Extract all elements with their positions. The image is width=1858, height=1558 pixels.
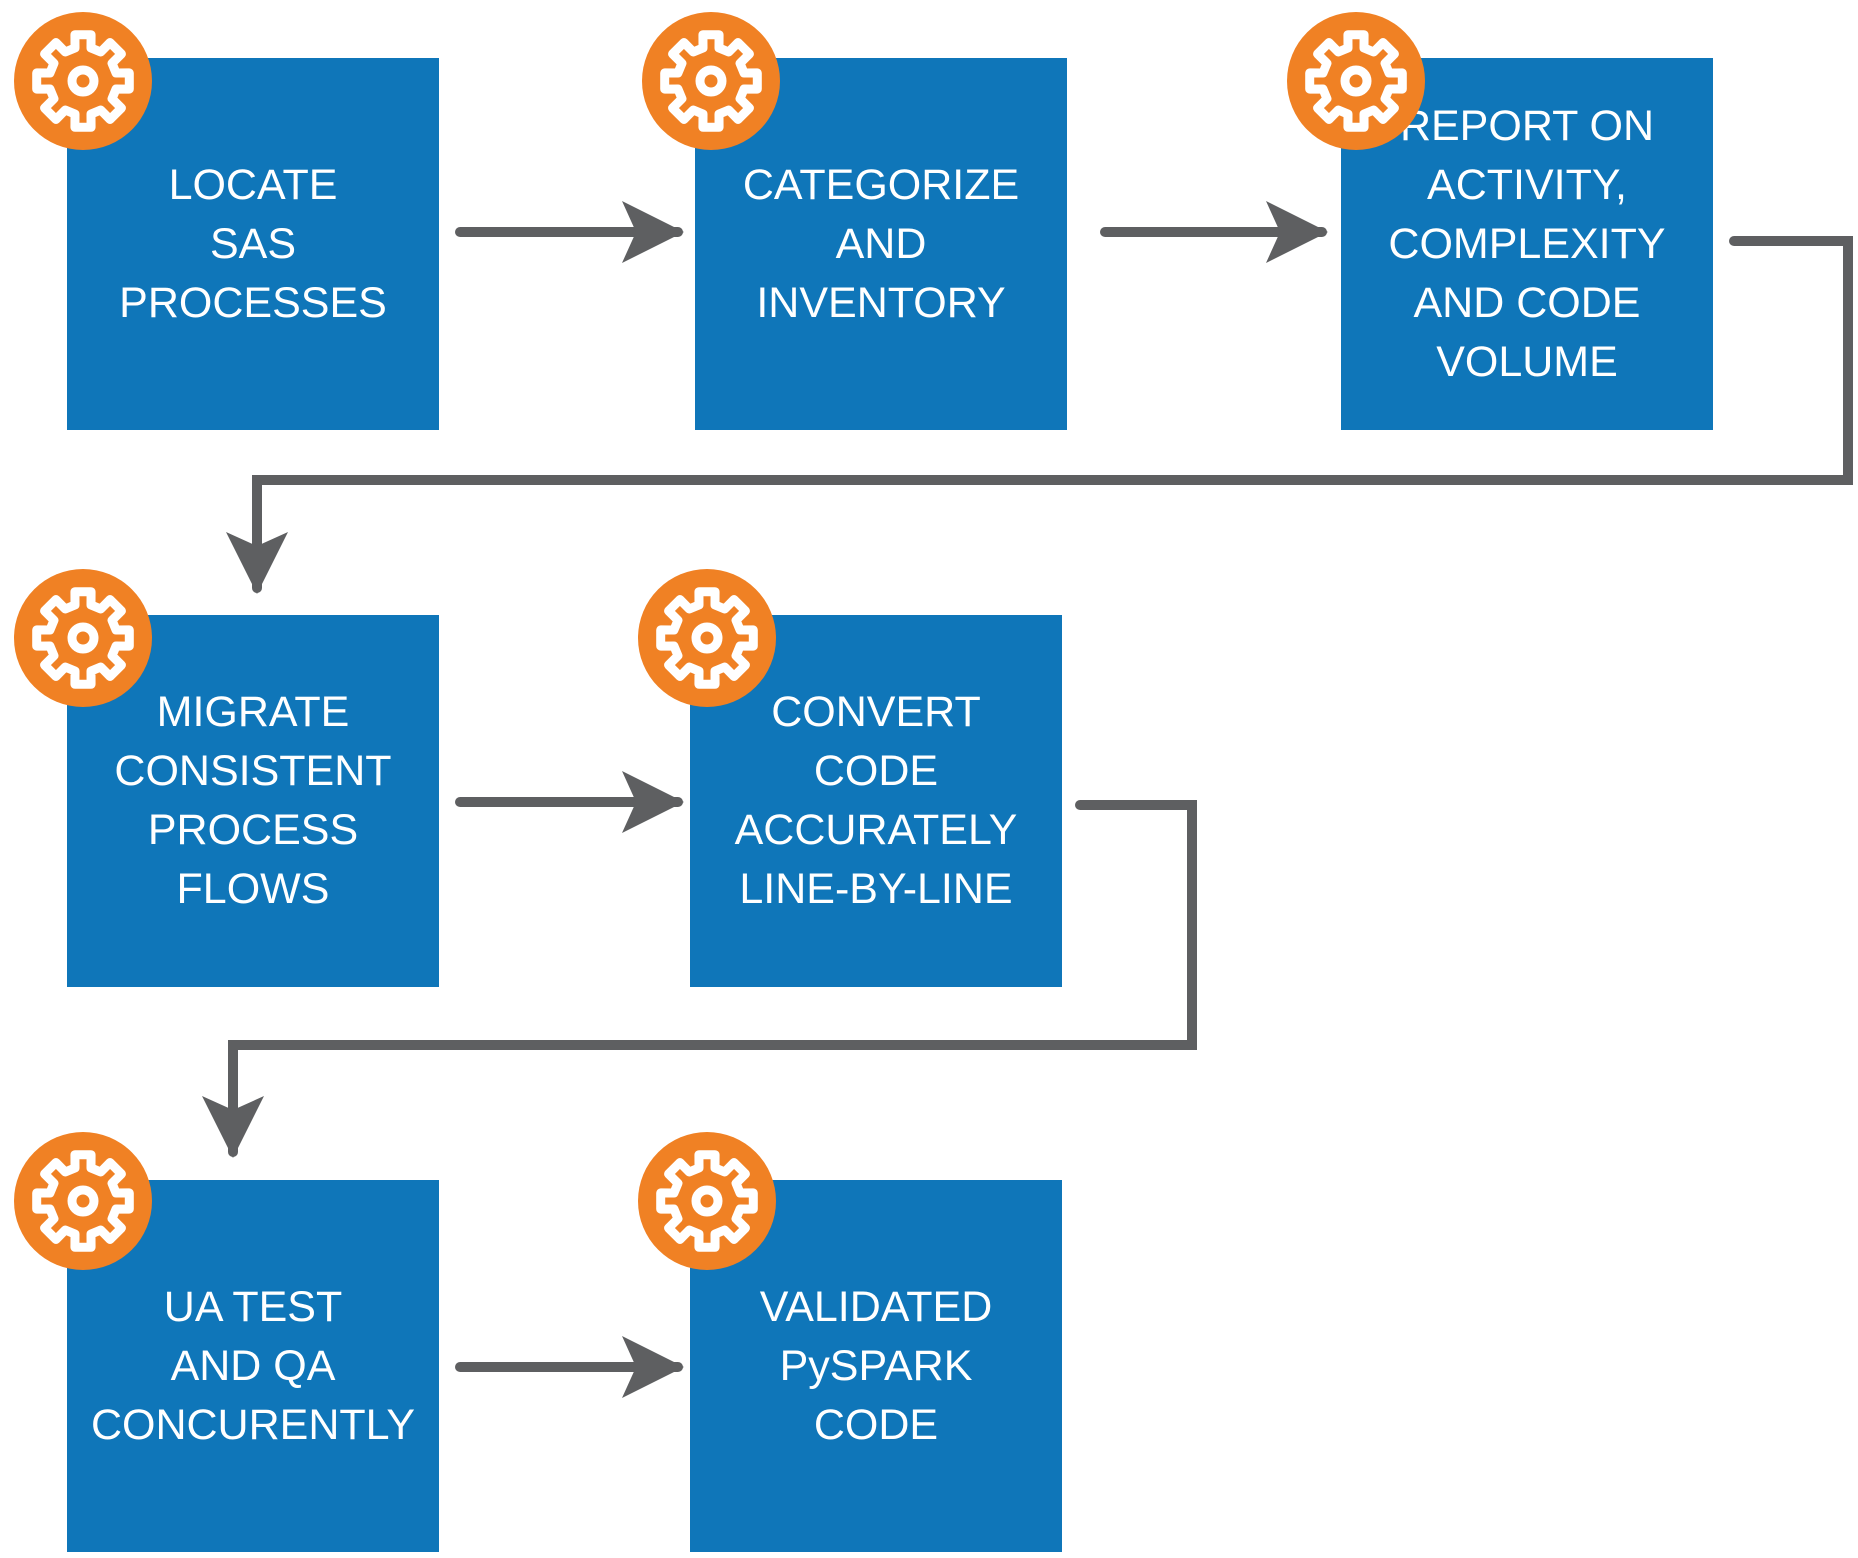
step-label: REPORT ON ACTIVITY, COMPLEXITY AND CODE … [1388, 101, 1666, 386]
arrow-step5-to-step6 [202, 800, 1197, 1158]
arrow-step3-to-step4 [226, 236, 1853, 594]
step-label: UA TEST AND QA CONCURENTLY [90, 1282, 416, 1449]
step-label: CONVERT CODE ACCURATELY LINE-BY-LINE [734, 688, 1018, 913]
gear-icon [638, 1132, 776, 1270]
step-label: MIGRATE CONSISTENT PROCESS FLOWS [114, 688, 392, 913]
gear-icon [14, 569, 152, 707]
gear-icon [1287, 12, 1425, 150]
step-label: VALIDATED PySPARK CODE [759, 1282, 993, 1449]
gear-icon [638, 569, 776, 707]
gear-icon [642, 12, 780, 150]
gear-icon [14, 12, 152, 150]
step-label: CATEGORIZE AND INVENTORY [742, 160, 1020, 327]
step-label: LOCATE SAS PROCESSES [119, 160, 387, 327]
gear-icon [14, 1132, 152, 1270]
